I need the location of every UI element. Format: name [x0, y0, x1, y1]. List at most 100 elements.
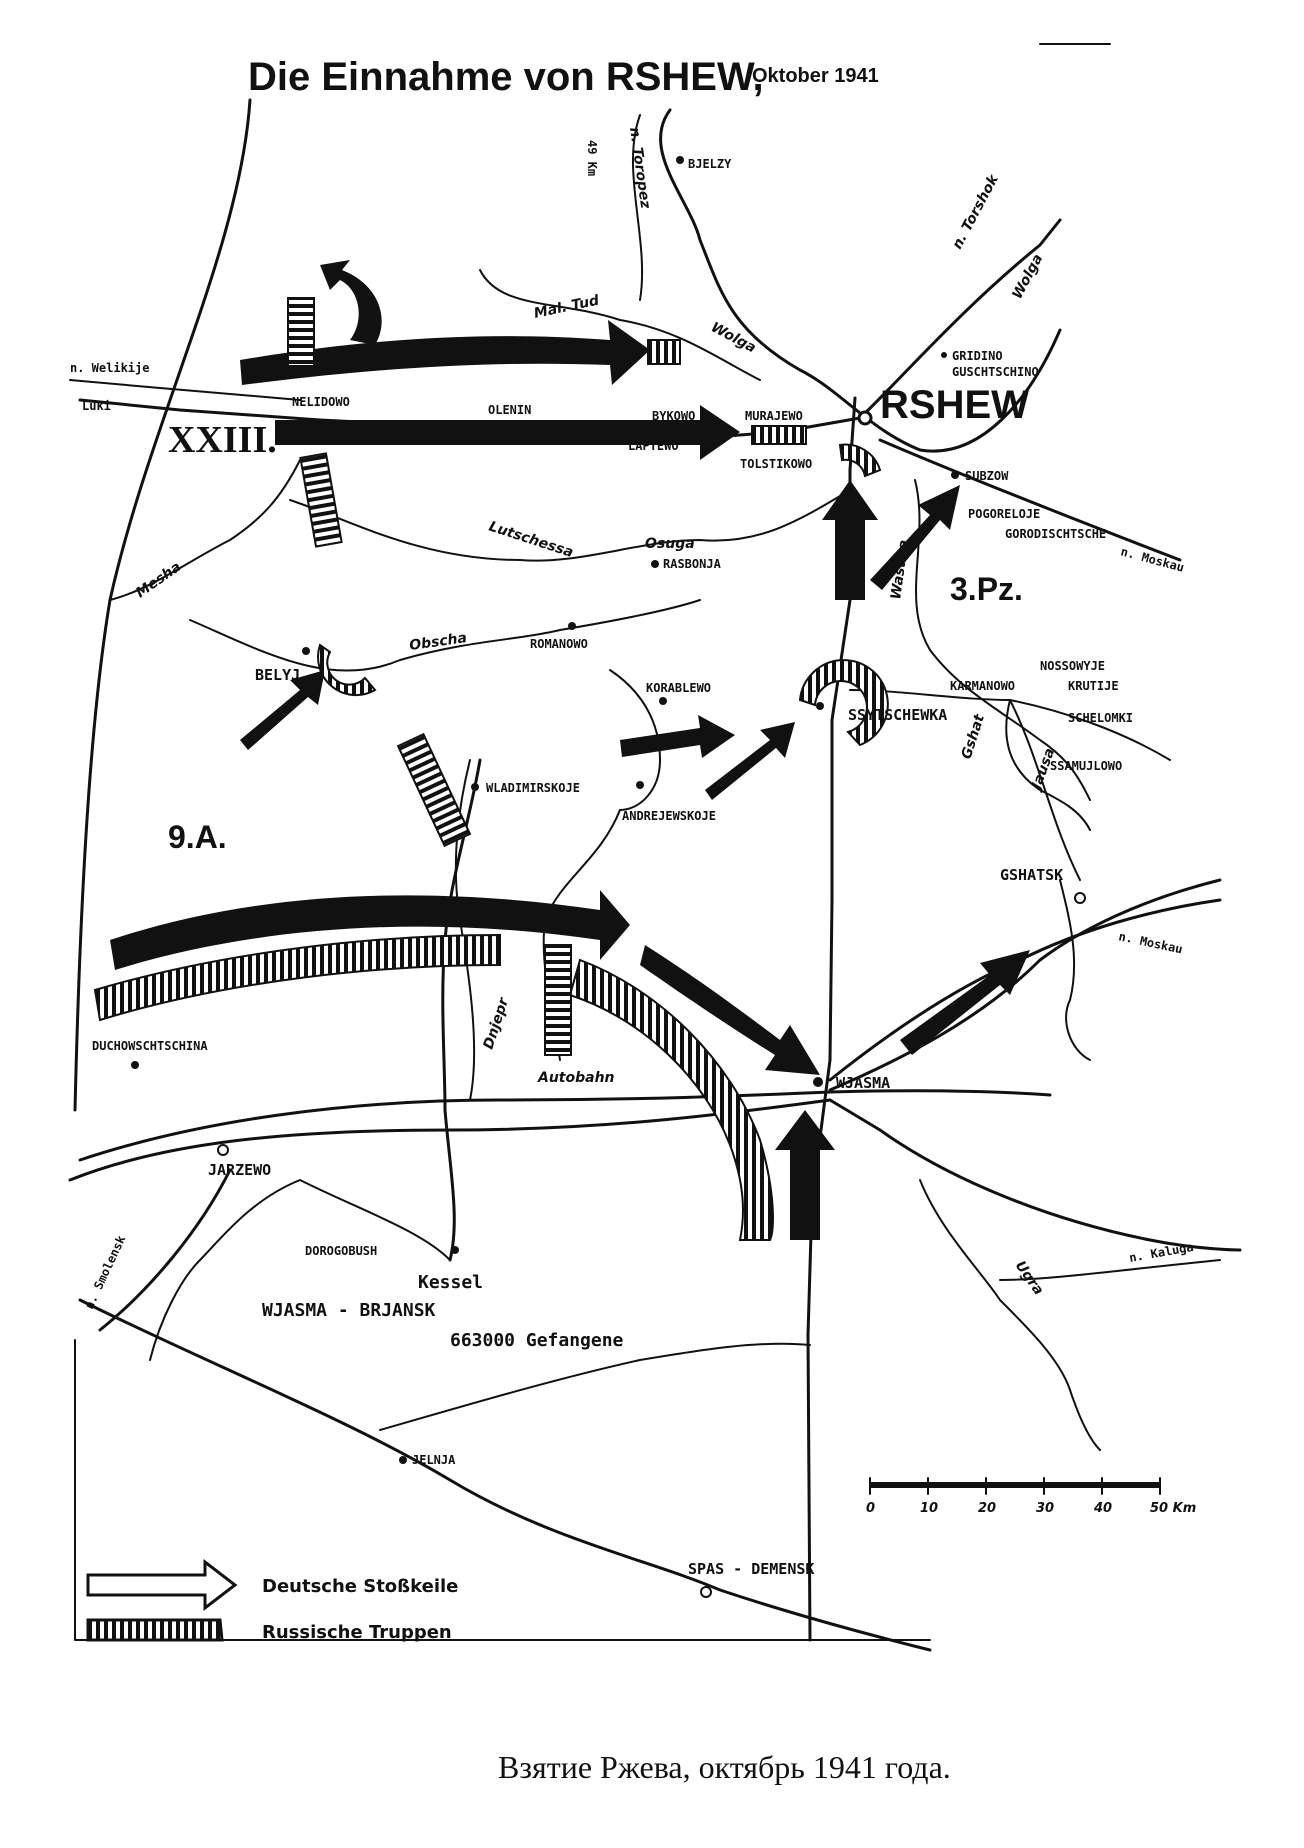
- lutschessa-river: [289, 489, 851, 562]
- marker-duchowschtschina: [131, 1061, 139, 1069]
- road-rshew-moskau: [878, 438, 1182, 562]
- town-nossowyje: NOSSOWYJE: [1040, 659, 1105, 673]
- river-dnjepr: Dnjepr: [481, 995, 513, 1051]
- scale-tick-50: 50 Km: [1150, 1501, 1196, 1516]
- marker-rshew: [857, 410, 873, 426]
- route-n-moskau-2: n. Moskau: [1117, 929, 1184, 956]
- frame-bottom: [74, 1339, 931, 1641]
- town-laptewo: LAPTEWO: [628, 439, 679, 453]
- river-wolga: Wolga: [708, 319, 758, 356]
- scale-tick-40: 40: [1093, 1501, 1112, 1516]
- town-olenin: OLENIN: [488, 403, 531, 417]
- unit-corps-xxiii: XXIII.: [168, 419, 277, 461]
- marker-spas-demensk: [700, 1586, 712, 1598]
- town-gridino: GRIDINO: [952, 349, 1003, 363]
- town-schelomki: SCHELOMKI: [1068, 711, 1133, 725]
- scale-tick-0: 0: [866, 1501, 875, 1516]
- marker-korablewo: [659, 697, 667, 705]
- legend-german-arrow: [86, 1558, 238, 1612]
- town-rasbonja: RASBONJA: [663, 557, 722, 571]
- marker-romanowo: [568, 622, 576, 630]
- kessel-note: Kessel WJASMA - BRJANSK 663000 Gefangene: [262, 1272, 624, 1351]
- arrow-big-west: [110, 890, 630, 970]
- marker-wladimirskoje: [471, 783, 479, 791]
- marker-rasbonja: [651, 560, 659, 568]
- road-south-wjasma: [828, 1098, 1242, 1252]
- route-n-toropez: n. Toropez: [626, 126, 653, 210]
- kessel-prisoners: 663000 Gefangene: [450, 1330, 624, 1351]
- ru-ssytschewka-ring: [798, 659, 889, 747]
- river-obscha: Obscha: [408, 630, 468, 654]
- arrow-xxiii-west: [275, 405, 740, 460]
- arrow-tolstikowo: [822, 480, 878, 600]
- route-luki: Luki: [82, 399, 111, 413]
- route-n-torshok: n. Torshok: [949, 171, 1002, 252]
- jausa-river: [1005, 699, 1091, 831]
- gshat-river: [1059, 879, 1091, 1061]
- legend-german-label: Deutsche Stoßkeile: [262, 1576, 458, 1597]
- town-tolstikowo: TOLSTIKOWO: [740, 457, 812, 471]
- map-linework: [68, 98, 1242, 1652]
- scale-tick-30: 30: [1036, 1501, 1054, 1516]
- route-labels: n. Welikije Luki n. Toropez 49 Km n. Tor…: [70, 126, 1195, 1311]
- marker-bjelzy: [676, 156, 684, 164]
- marker-dorogobush: [451, 1246, 459, 1254]
- road-nelidowo: [69, 379, 301, 401]
- town-dorogobush: DOROGOBUSH: [305, 1244, 377, 1258]
- ru-belyj-arc: [317, 643, 377, 697]
- road-karmanowo: [1009, 699, 1081, 881]
- route-n-welikije: n. Welikije: [70, 361, 149, 375]
- autobahn: [78, 1089, 1052, 1162]
- road-jarzewo-smolensk: [98, 1168, 232, 1332]
- scale-tick-20: 20: [978, 1501, 996, 1516]
- town-gshatsk: GSHATSK: [1000, 866, 1063, 884]
- marker-andrejewskoje: [636, 781, 644, 789]
- town-duchowschtschina: DUCHOWSCHTSCHINA: [92, 1039, 208, 1053]
- ru-wladimirskoje-block: [396, 732, 472, 848]
- town-wjasma: WJASMA: [836, 1074, 890, 1092]
- marker-olenin: [549, 428, 557, 436]
- wolga-upper: [659, 108, 1062, 453]
- river-wasusa: Wasusa: [888, 539, 912, 601]
- unit-labels: XXIII. 9.A. 3.Pz.: [168, 419, 1023, 855]
- marker-belyj: [302, 647, 310, 655]
- road-dorogobush: [149, 1179, 451, 1361]
- town-guschtschino: GUSCHTSCHINO: [952, 365, 1039, 379]
- river-osuga: Osuga: [645, 536, 695, 552]
- route-distance: 49 Km: [585, 140, 599, 176]
- kessel-place: WJASMA - BRJANSK: [262, 1300, 436, 1321]
- scale-bar: 0 10 20 30 40 50 Km: [866, 1477, 1196, 1516]
- kessel-title: Kessel: [418, 1272, 483, 1293]
- road-spas-demensk: [78, 1298, 932, 1652]
- marker-gshatsk: [1074, 892, 1086, 904]
- town-murajewo: MURAJEWO: [745, 409, 803, 423]
- ru-north-block: [287, 297, 315, 367]
- town-nelidowo: NELIDOWO: [292, 395, 350, 409]
- legend-russian-label: Russische Truppen: [262, 1622, 452, 1643]
- arrow-from-south: [775, 1110, 835, 1240]
- marker-jarzewo: [217, 1144, 229, 1156]
- road-kaluga: [999, 1259, 1221, 1281]
- marker-ssytschewka: [816, 702, 824, 710]
- river-mal-tud: Mal. Tud: [533, 292, 602, 322]
- frame-west-road: [73, 98, 252, 1112]
- arrow-gshatsk: [900, 950, 1030, 1055]
- marker-subzow: [951, 471, 959, 479]
- mesha-river: [109, 459, 301, 601]
- arrow-to-wjasma: [640, 945, 820, 1075]
- town-rshew: RSHEW: [880, 383, 1029, 427]
- road-korablewo: [609, 669, 661, 811]
- road-jelnja: [379, 1342, 811, 1431]
- ru-wjasma-arc: [568, 958, 774, 1241]
- ru-laptewo-block: [751, 425, 807, 445]
- ru-dnjepr-block: [544, 944, 572, 1056]
- obscha-river: [189, 599, 701, 672]
- town-pogoreloje: POGORELOJE: [968, 507, 1040, 521]
- unit-3-panzer: 3.Pz.: [950, 571, 1023, 607]
- title-main: Die Einnahme von RSHEW,: [248, 55, 764, 99]
- town-korablewo: KORABLEWO: [646, 681, 711, 695]
- wasusa-river: [914, 479, 1091, 801]
- town-jelnja: JELNJA: [412, 1453, 456, 1467]
